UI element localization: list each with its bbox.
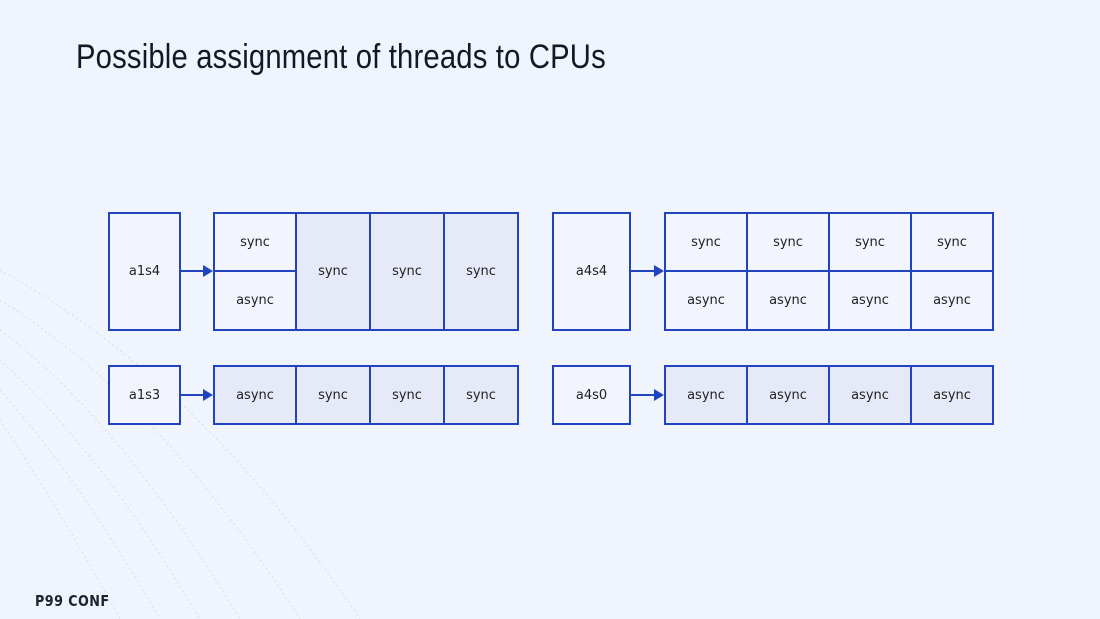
cpu-cell: sync (295, 365, 371, 425)
cpu-cell: sync (664, 212, 748, 273)
cpu-cell: async (910, 365, 994, 425)
cpu-cell: async (746, 365, 830, 425)
cpu-cell: async (910, 270, 994, 331)
cpu-cell: sync (369, 212, 445, 331)
cpu-cell: async (664, 365, 748, 425)
config-box: a4s4 (552, 212, 631, 331)
cpu-cell: async (213, 365, 297, 425)
cpu-cell: async (746, 270, 830, 331)
arrow-icon (181, 389, 213, 401)
cpu-cell: sync (443, 365, 519, 425)
cpu-cell: sync (443, 212, 519, 331)
cpu-cell: sync (828, 212, 912, 273)
slide-title: Possible assignment of threads to CPUs (76, 38, 606, 76)
cpu-cell: sync (910, 212, 994, 273)
config-box: a1s4 (108, 212, 181, 331)
cpu-cell: sync (369, 365, 445, 425)
cpu-cell: sync (295, 212, 371, 331)
arrow-icon (181, 265, 213, 277)
cpu-cell: async (828, 270, 912, 331)
cpu-cell: sync (213, 212, 297, 273)
cpu-cell: sync (746, 212, 830, 273)
cpu-cell: async (828, 365, 912, 425)
arrow-icon (631, 389, 664, 401)
config-box: a4s0 (552, 365, 631, 425)
cpu-cell: async (664, 270, 748, 331)
arrow-icon (631, 265, 664, 277)
config-box: a1s3 (108, 365, 181, 425)
cpu-cell: async (213, 270, 297, 331)
brand-logo: P99 CONF (35, 592, 110, 610)
